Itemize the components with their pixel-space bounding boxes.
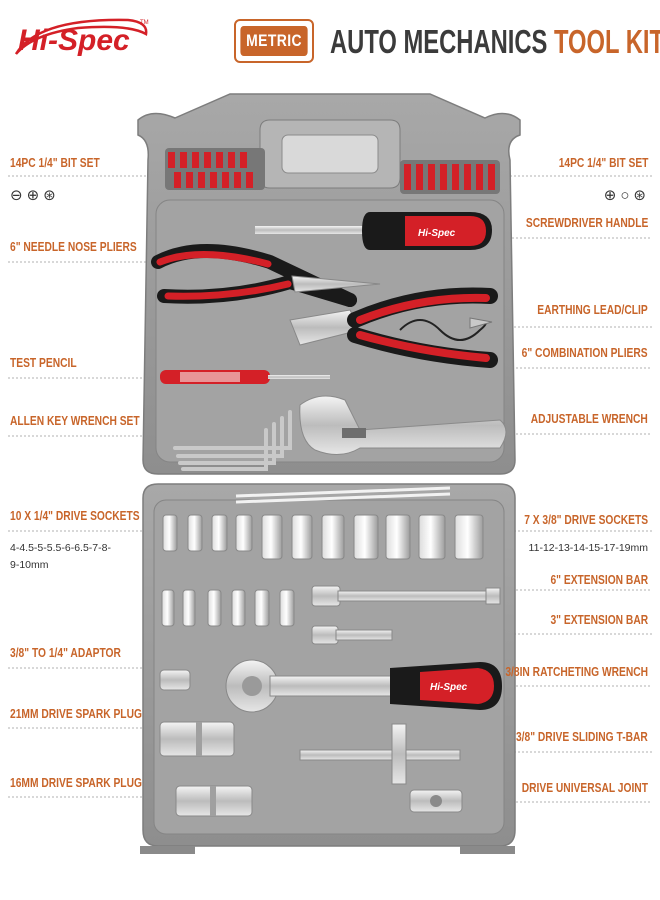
spark-plug-socket-16mm: [175, 785, 253, 817]
needle-nose-pliers-icon: [151, 244, 381, 307]
title-part-2: TOOL KIT: [553, 23, 660, 60]
earthing-lead-icon: [399, 317, 493, 341]
label-needle-nose-pliers: 6" NEEDLE NOSE PLIERS: [10, 240, 137, 254]
ratcheting-wrench-icon: Hi-Spec: [225, 659, 502, 713]
handle-brand-text: Hi-Spec: [418, 228, 456, 239]
hi-spec-logo: Hi-Spec TM: [14, 18, 149, 57]
bit-symbols-left: ⊖⊕⊛: [10, 187, 60, 204]
logo-wordmark: Hi-Spec: [18, 24, 130, 57]
label-allen-key-set: ALLEN KEY WRENCH SET: [10, 414, 140, 428]
label-combination-pliers: 6" COMBINATION PLIERS: [522, 346, 648, 360]
label-bit-set-right: 14PC 1/4" BIT SET: [558, 156, 648, 170]
sliding-t-bar-icon: [299, 723, 461, 785]
ratchet-brand-text: Hi-Spec: [430, 682, 468, 693]
label-adjustable-wrench: ADJUSTABLE WRENCH: [530, 412, 648, 426]
page-title: AUTO MECHANICS TOOL KIT: [330, 20, 660, 64]
label-spark-plug-21mm: 21MM DRIVE SPARK PLUG: [10, 707, 142, 721]
socket-sizes-right: 11-12-13-14-15-17-19mm: [528, 542, 648, 554]
test-pencil-icon: [160, 370, 330, 384]
logo-trademark: TM: [140, 20, 149, 26]
label-spark-plug-16mm: 16MM DRIVE SPARK PLUG: [10, 776, 142, 790]
screwdriver-handle-icon: Hi-Spec: [255, 212, 492, 250]
metric-badge: METRIC: [234, 19, 314, 63]
metric-badge-text: METRIC: [240, 26, 308, 56]
extension-bar-6in: [311, 585, 501, 607]
label-three-eighths-sockets: 7 X 3/8" DRIVE SOCKETS: [524, 513, 648, 527]
allen-key-set-icon: [173, 410, 292, 471]
combination-pliers-icon: [289, 287, 498, 368]
label-universal-joint: DRIVE UNIVERSAL JOINT: [521, 781, 648, 795]
label-extension-3in: 3" EXTENSION BAR: [550, 613, 648, 627]
label-earthing-lead: EARTHING LEAD/CLIP: [537, 303, 648, 317]
label-extension-6in: 6" EXTENSION BAR: [550, 573, 648, 587]
bit-set-left: [165, 148, 265, 190]
logo-swoosh: [14, 18, 148, 55]
label-test-pencil: TEST PENCIL: [10, 356, 77, 370]
three-eighths-sockets: [261, 514, 484, 560]
quarter-inch-sockets: [161, 514, 295, 627]
title-part-1: AUTO MECHANICS: [330, 23, 548, 60]
socket-sizes-left-1: 4-4.5-5-5.5-6-6.5-7-8-: [10, 542, 111, 554]
bit-set-right: [400, 160, 500, 194]
label-quarter-sockets: 10 X 1/4" DRIVE SOCKETS: [10, 509, 140, 523]
socket-sizes-left-2: 9-10mm: [10, 559, 49, 571]
spark-plug-socket-21mm: [159, 721, 235, 757]
label-bit-set-left: 14PC 1/4" BIT SET: [10, 156, 100, 170]
label-adaptor: 3/8" TO 1/4" ADAPTOR: [10, 646, 121, 660]
label-screwdriver-handle: SCREWDRIVER HANDLE: [525, 216, 648, 230]
label-ratcheting-wrench: 3/8IN RATCHETING WRENCH: [505, 665, 648, 679]
adaptor-icon: [159, 669, 191, 691]
adjustable-wrench-icon: [299, 395, 507, 455]
universal-joint-icon: [409, 789, 463, 813]
extension-bar-3in: [311, 625, 393, 645]
label-sliding-t-bar: 3/8" DRIVE SLIDING T-BAR: [516, 730, 648, 744]
bit-symbols-right: ⊕○⊛: [603, 187, 650, 204]
cable-ties-icon: [235, 486, 451, 504]
